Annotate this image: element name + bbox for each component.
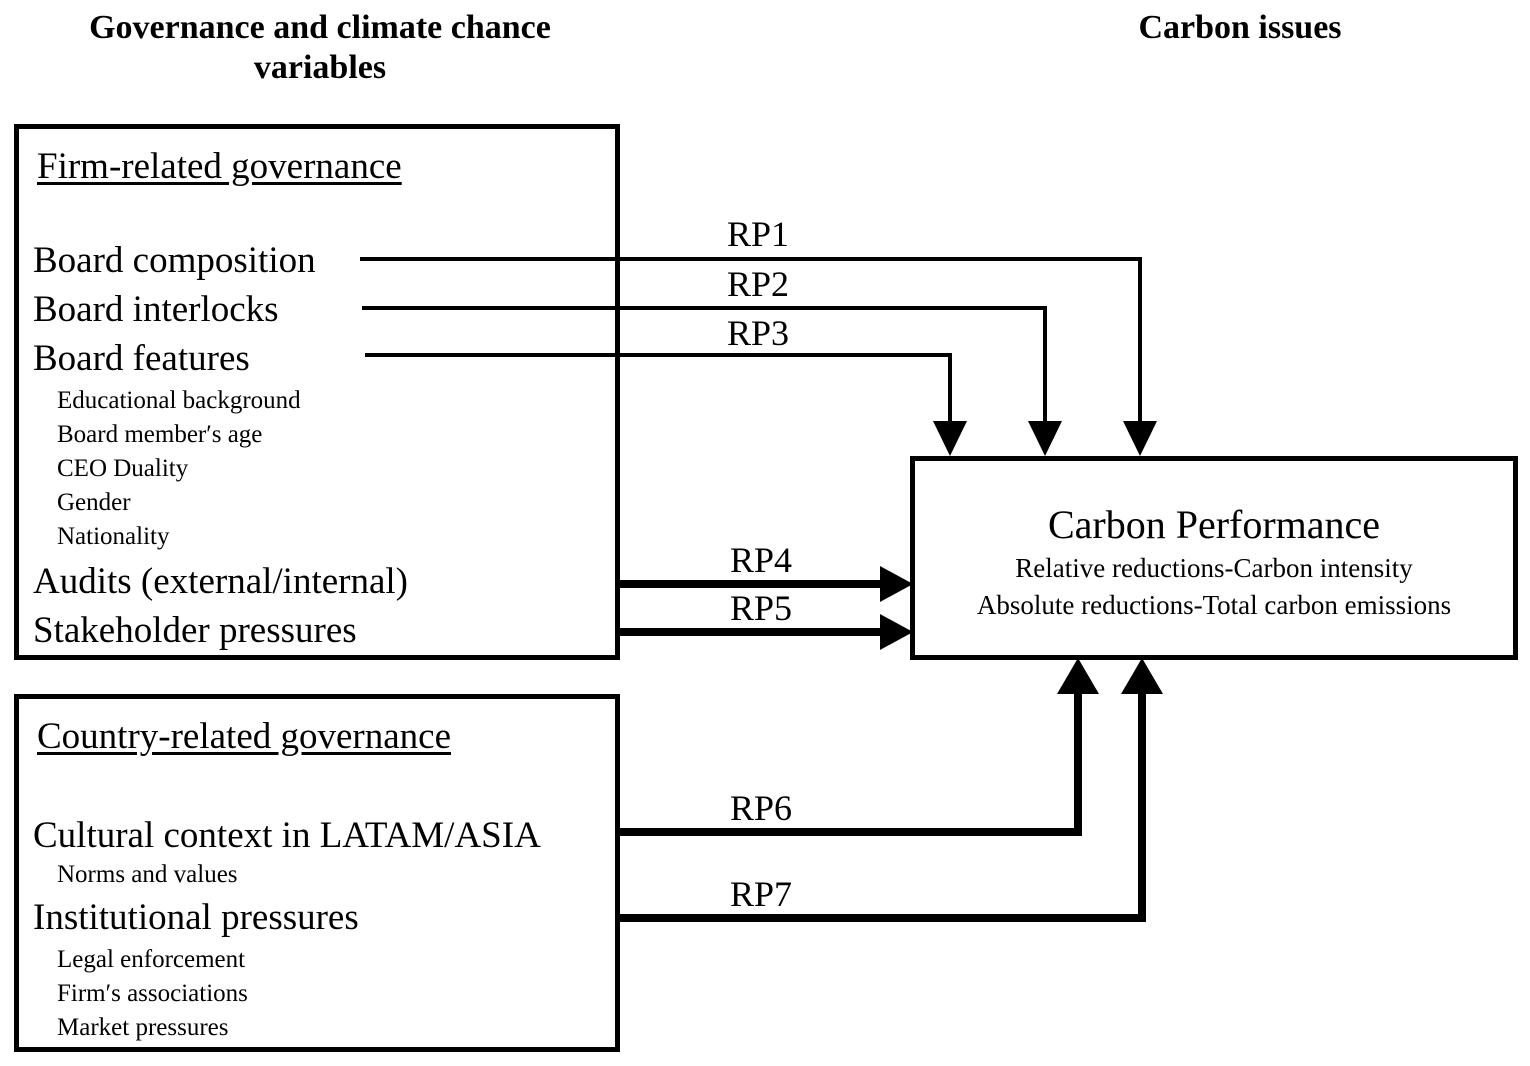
item-cultural-context: Cultural context in LATAM/ASIA	[33, 815, 541, 856]
subitem-norms-and-values: Norms and values	[57, 861, 238, 888]
item-board-features: Board features	[33, 338, 250, 379]
carbon-performance-box: Carbon Performance Relative reductions-C…	[910, 456, 1518, 660]
column-heading-governance: Governance and climate chance variables	[89, 9, 551, 87]
proposition-label-rp2: RP2	[727, 264, 790, 304]
subitem-ceo-duality: CEO Duality	[57, 455, 189, 482]
carbon-performance-measure-relative: Relative reductions-Carbon intensity	[1015, 553, 1413, 583]
subitem-firms-associations: Firm′s associations	[57, 980, 248, 1007]
country-related-governance-box: Country-related governance Cultural cont…	[14, 694, 620, 1052]
item-board-composition: Board composition	[33, 240, 316, 281]
proposition-label-rp4: RP4	[730, 540, 793, 580]
subitem-board-member-age: Board member′s age	[57, 421, 263, 448]
connector-rp7	[620, 658, 1163, 922]
country-governance-heading: Country-related governance	[37, 716, 452, 757]
carbon-performance-measure-absolute: Absolute reductions-Total carbon emissio…	[976, 590, 1452, 620]
item-audits: Audits (external/internal)	[33, 561, 409, 602]
subitem-legal-enforcement: Legal enforcement	[57, 946, 246, 973]
column-heading-carbon-issues: Carbon issues	[1138, 9, 1342, 46]
proposition-label-rp3: RP3	[727, 313, 790, 353]
carbon-performance-title: Carbon Performance	[1047, 502, 1381, 547]
proposition-label-rp7: RP7	[730, 874, 793, 914]
subitem-market-pressures: Market pressures	[57, 1014, 229, 1041]
item-institutional-pressures: Institutional pressures	[33, 897, 359, 938]
subitem-nationality: Nationality	[57, 523, 170, 550]
connector-rp6	[620, 658, 1099, 836]
proposition-label-rp1: RP1	[727, 214, 790, 254]
proposition-label-rp5: RP5	[730, 588, 793, 628]
item-board-interlocks: Board interlocks	[33, 289, 279, 330]
firm-governance-heading: Firm-related governance	[37, 146, 402, 187]
subitem-educational-background: Educational background	[57, 387, 301, 414]
firm-related-governance-box: Firm-related governance Board compositio…	[14, 124, 620, 660]
subitem-gender: Gender	[57, 489, 131, 516]
item-stakeholder-pressures: Stakeholder pressures	[33, 610, 357, 651]
proposition-label-rp6: RP6	[730, 788, 793, 828]
